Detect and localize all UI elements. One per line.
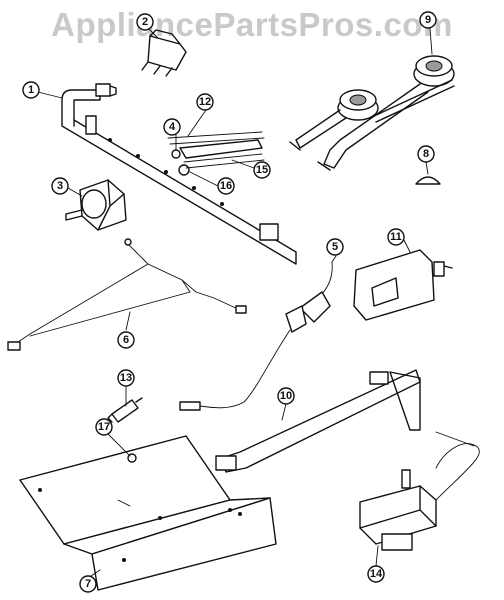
- part-valve: [65, 179, 127, 231]
- part-knob-cap: [415, 176, 441, 185]
- callout-15: 15: [253, 161, 271, 179]
- svg-text:11: 11: [390, 231, 402, 243]
- callout-6: 6: [117, 331, 135, 349]
- svg-text:4: 4: [169, 121, 176, 133]
- callout-11: 11: [387, 228, 405, 246]
- callout-16: 16: [217, 177, 235, 195]
- callout-5: 5: [326, 238, 344, 256]
- svg-text:14: 14: [370, 568, 383, 580]
- part-wire-harness: [7, 238, 247, 351]
- svg-text:16: 16: [220, 180, 232, 192]
- svg-text:5: 5: [332, 241, 338, 253]
- callout-9: 9: [419, 11, 437, 29]
- svg-text:1: 1: [28, 84, 34, 96]
- svg-text:7: 7: [85, 578, 91, 590]
- svg-text:2: 2: [142, 16, 148, 28]
- part-ignition-switch: [141, 29, 187, 77]
- watermark-text: AppliancePartsPros.com: [51, 6, 453, 43]
- callout-17: 17: [95, 418, 113, 436]
- part-top-burners: [289, 55, 455, 171]
- part-oven-burner-tube: [215, 369, 421, 473]
- svg-text:8: 8: [423, 148, 429, 160]
- part-spark-cable: [179, 261, 333, 411]
- leader-lines: [37, 27, 433, 579]
- svg-text:10: 10: [280, 390, 292, 402]
- callout-10: 10: [277, 387, 295, 405]
- part-igniter-module: [353, 249, 453, 321]
- part-manifold-pipe: [61, 83, 297, 265]
- part-spark-electrode: [107, 397, 143, 423]
- callout-13: 13: [117, 369, 135, 387]
- svg-text:9: 9: [425, 14, 431, 26]
- callout-2: 2: [136, 13, 154, 31]
- svg-text:13: 13: [120, 372, 132, 384]
- callout-8: 8: [417, 145, 435, 163]
- part-thermostat: [359, 431, 480, 551]
- part-oven-bottom-plate: [19, 435, 277, 591]
- callout-14: 14: [367, 565, 385, 583]
- svg-text:17: 17: [98, 421, 110, 433]
- callout-7: 7: [79, 575, 97, 593]
- part-burner-tubes: [167, 131, 265, 169]
- callout-1: 1: [22, 81, 40, 99]
- callout-4: 4: [163, 118, 181, 136]
- svg-text:12: 12: [199, 96, 211, 108]
- callout-12: 12: [196, 93, 214, 111]
- callout-3: 3: [51, 177, 69, 195]
- svg-text:3: 3: [57, 180, 63, 192]
- svg-text:6: 6: [123, 334, 129, 346]
- svg-text:15: 15: [256, 164, 268, 176]
